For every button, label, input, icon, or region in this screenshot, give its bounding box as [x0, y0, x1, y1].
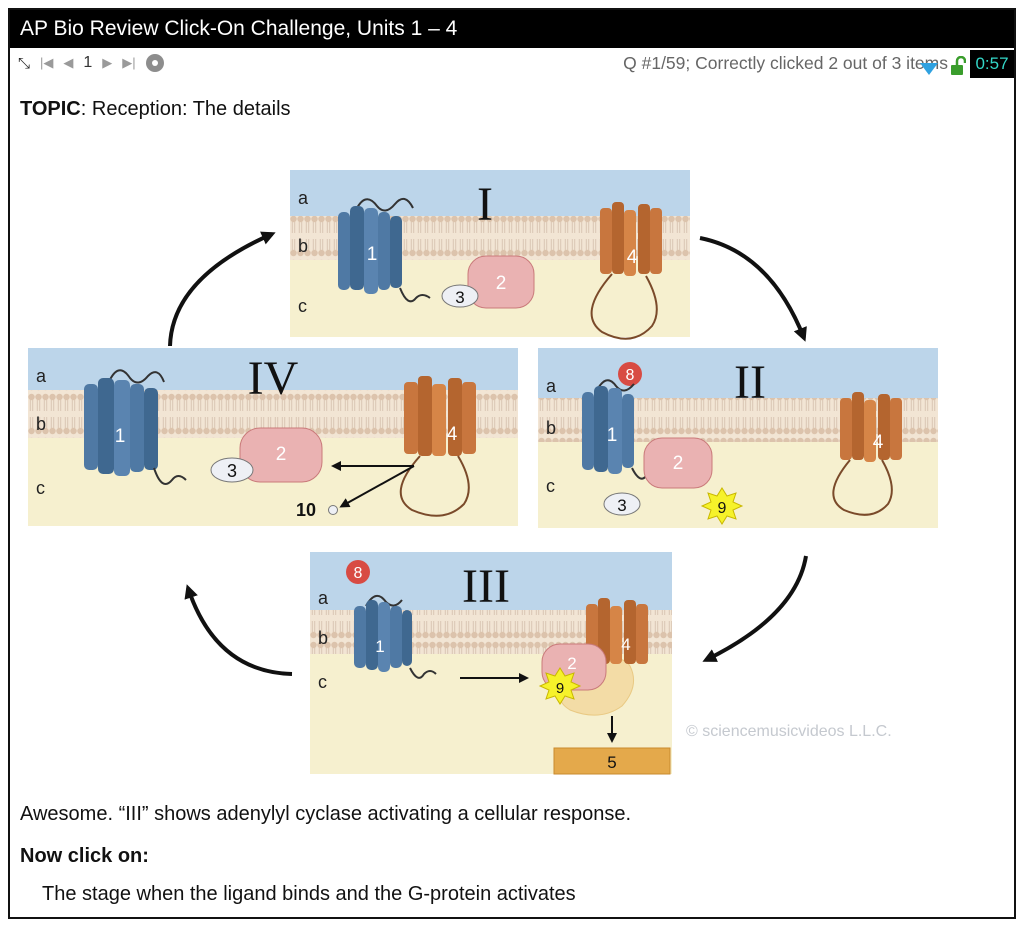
- g-protein-icon: [467, 255, 535, 309]
- gtp-label: 9: [556, 680, 564, 697]
- quiz-toolbar: ⤡ |◀ ◀ 1 ▶ ▶| Q #1/59; Correctly clicked…: [10, 50, 1014, 78]
- panel-II[interactable]: a b c II 8 1 2 3 9: [538, 348, 938, 528]
- panel-IV-layer-c: c: [36, 478, 45, 498]
- panel-I-layer-b: b: [298, 236, 308, 256]
- receptor-icon: [338, 197, 431, 303]
- g-protein-label: 2: [673, 453, 684, 474]
- cyclase-label: 4: [447, 424, 458, 445]
- receptor-label: 1: [367, 244, 378, 265]
- adenylyl-cyclase-icon: [832, 392, 902, 516]
- response-label: 5: [607, 753, 616, 772]
- panel-I-layer-a: a: [298, 188, 309, 208]
- adenylyl-cyclase-icon: [399, 376, 476, 517]
- g-protein-label: 2: [496, 273, 507, 294]
- panel-II-layer-a: a: [546, 376, 557, 396]
- last-page-icon[interactable]: ▶|: [122, 55, 136, 70]
- panel-II-layer-c: c: [546, 476, 555, 496]
- cycle-arrow-III-IV: [184, 584, 293, 676]
- panel-II-label: II: [734, 356, 766, 409]
- feedback-text: Awesome. “III” shows adenylyl cyclase ac…: [20, 803, 632, 825]
- panel-III[interactable]: 8 a b c III 1: [310, 552, 672, 775]
- copyright-text: © sciencemusicvideos L.L.C.: [686, 723, 892, 740]
- gdp-icon: [210, 457, 254, 483]
- prev-page-icon[interactable]: ◀: [63, 55, 74, 70]
- gtp-icon: [538, 667, 582, 705]
- panel-I-label: I: [477, 178, 493, 231]
- cyclase-label: 4: [873, 432, 884, 453]
- expand-icon[interactable]: ⤡: [18, 54, 31, 72]
- ligand-icon: [346, 560, 370, 584]
- cellular-response-bar: [553, 747, 671, 775]
- topic-label: TOPIC: [20, 98, 81, 120]
- panel-III-layer-b: b: [318, 628, 328, 648]
- panel-III-layer-a: a: [318, 588, 329, 608]
- disc-icon[interactable]: [145, 54, 164, 72]
- adenylyl-cyclase-icon: [590, 202, 662, 340]
- g-protein-label: 2: [276, 444, 287, 465]
- receptor-label: 1: [115, 426, 126, 447]
- reception-diagram: a b c I 1 2 3: [28, 170, 938, 775]
- cyclase-label: 4: [621, 635, 630, 654]
- receptor-icon: [354, 595, 437, 679]
- g-protein-icon: [239, 427, 323, 483]
- receptor-label: 1: [375, 637, 384, 656]
- first-page-icon[interactable]: |◀: [40, 55, 54, 70]
- gdp-label: 3: [227, 461, 237, 481]
- panel-III-label: III: [462, 560, 510, 613]
- conversion-arrow: [339, 465, 415, 508]
- gdp-icon: [441, 284, 479, 308]
- panel-IV[interactable]: a b c IV 1 2 3: [28, 348, 518, 526]
- page-number: 1: [83, 54, 93, 71]
- topic-line: TOPIC: Reception: The details: [20, 98, 291, 121]
- panel-IV-layer-b: b: [36, 414, 46, 434]
- panel-I-layer-c: c: [298, 296, 307, 316]
- cycle-arrow-IV-I: [168, 231, 276, 347]
- cyclase-label: 4: [627, 247, 638, 268]
- g-protein-label: 2: [567, 654, 576, 673]
- status-text: Q #1/59; Correctly clicked 2 out of 3 it…: [623, 53, 948, 73]
- window-title: AP Bio Review Click-On Challenge, Units …: [10, 10, 1014, 48]
- unlock-icon[interactable]: [950, 56, 966, 76]
- gdp-icon: [603, 492, 641, 516]
- cycle-arrow-II-III: [702, 555, 808, 662]
- panel-III-layer-c: c: [318, 672, 327, 692]
- prompt-target: The stage when the ligand binds and the …: [42, 883, 576, 905]
- page-navigation: ⤡ |◀ ◀ 1 ▶ ▶|: [18, 54, 164, 72]
- camp-icon: [328, 505, 338, 515]
- next-page-icon[interactable]: ▶: [102, 55, 113, 70]
- quiz-frame: AP Bio Review Click-On Challenge, Units …: [8, 8, 1016, 919]
- gdp-label: 3: [617, 496, 626, 515]
- ligand-label: 8: [354, 565, 363, 582]
- receptor-icon: [582, 379, 647, 480]
- gtp-label: 9: [718, 500, 727, 517]
- panel-IV-layer-a: a: [36, 366, 47, 386]
- g-protein-icon: [643, 437, 713, 489]
- ligand-label: 8: [626, 367, 635, 384]
- panel-IV-label: IV: [248, 352, 299, 405]
- topic-text: : Reception: The details: [80, 98, 291, 120]
- ligand-icon: [618, 362, 642, 386]
- panel-II-layer-b: b: [546, 418, 556, 438]
- timer: 0:57: [970, 50, 1014, 78]
- gtp-icon: [700, 487, 744, 525]
- dropdown-triangle-icon[interactable]: [920, 63, 938, 75]
- camp-label: 10: [296, 500, 316, 520]
- panel-I[interactable]: a b c I 1 2 3: [290, 170, 690, 340]
- receptor-label: 1: [607, 425, 618, 446]
- prompt-heading: Now click on:: [20, 845, 149, 867]
- receptor-icon: [84, 369, 187, 485]
- gdp-label: 3: [455, 288, 464, 307]
- cycle-arrow-I-II: [699, 236, 807, 342]
